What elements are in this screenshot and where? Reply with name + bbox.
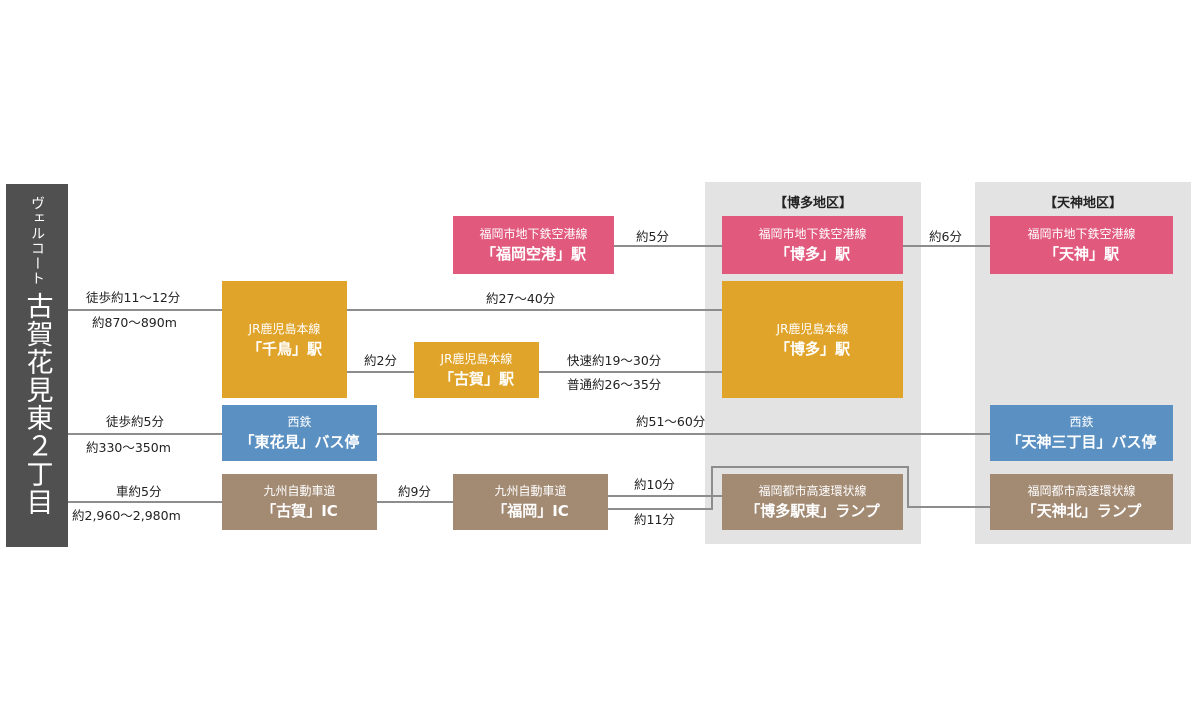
station-name: 「博多」駅 xyxy=(774,245,850,263)
line-origin-koga-ic xyxy=(68,501,222,503)
station-hakata-east-ramp[interactable]: 福岡都市高速環状線 「博多駅東」ランプ xyxy=(722,474,903,530)
station-line: 西鉄 xyxy=(1069,415,1094,429)
label-koga-ic-to-fukuoka-ic: 約9分 xyxy=(398,484,431,499)
station-tenjin-subway[interactable]: 福岡市地下鉄空港線 「天神」駅 xyxy=(990,216,1173,274)
origin-panel: ヴェルコート 古賀花見東２丁目 xyxy=(6,184,68,547)
line-hakata-tenjin xyxy=(903,245,990,247)
station-line: 福岡市地下鉄空港線 xyxy=(1027,227,1136,241)
station-fukuoka-airport[interactable]: 福岡市地下鉄空港線 「福岡空港」駅 xyxy=(453,216,614,274)
station-koga[interactable]: JR鹿児島本線 「古賀」駅 xyxy=(414,342,539,398)
station-line: 西鉄 xyxy=(287,415,312,429)
station-hakata-jr[interactable]: JR鹿児島本線 「博多」駅 xyxy=(722,281,903,398)
tenjin-region-label: 【天神地区】 xyxy=(1043,196,1122,211)
label-walk-bus-time: 徒歩約5分 xyxy=(106,414,164,429)
label-walk-chihaya-time: 徒歩約11～12分 xyxy=(86,290,181,305)
station-name: 「福岡」IC xyxy=(492,502,569,520)
hakata-region-label: 【博多地区】 xyxy=(773,196,852,211)
label-chihaya-to-hakata: 約27～40分 xyxy=(486,291,556,306)
line-route-to-tenjin-ramp-a xyxy=(608,508,712,510)
station-name: 「博多」駅 xyxy=(774,339,850,358)
station-line: JR鹿児島本線 xyxy=(440,352,513,366)
station-name: 「天神三丁目」バス停 xyxy=(1006,433,1157,451)
line-route-to-tenjin-ramp-c xyxy=(711,466,909,468)
label-car-dist: 約2,960～2,980m xyxy=(72,508,181,523)
station-fukuoka-ic[interactable]: 九州自動車道 「福岡」IC xyxy=(453,474,608,530)
station-line: 福岡都市高速環状線 xyxy=(758,484,867,498)
line-chihaya-hakata xyxy=(347,309,722,311)
line-fukuoka-ic-hakata-ramp xyxy=(608,495,722,497)
label-koga-local: 普通約26～35分 xyxy=(567,377,662,392)
station-line: 福岡市地下鉄空港線 xyxy=(479,227,588,241)
label-hakata-to-tenjin: 約6分 xyxy=(929,229,962,244)
station-line: 福岡市地下鉄空港線 xyxy=(758,227,867,241)
station-name: 「天神北」ランプ xyxy=(1021,502,1142,520)
label-koga-rapid: 快速約19～30分 xyxy=(567,353,662,368)
line-koga-ic-fukuoka-ic xyxy=(377,501,453,503)
station-koga-ic[interactable]: 九州自動車道 「古賀」IC xyxy=(222,474,377,530)
station-tenjin-bus[interactable]: 西鉄 「天神三丁目」バス停 xyxy=(990,405,1173,461)
line-route-to-tenjin-ramp-e xyxy=(907,506,990,508)
line-bus-tenjin xyxy=(377,433,990,435)
label-to-tenjin-ramp: 約11分 xyxy=(634,512,675,527)
station-name: 「福岡空港」駅 xyxy=(480,245,586,263)
station-higashi-hanami-bus[interactable]: 西鉄 「東花見」バス停 xyxy=(222,405,377,461)
line-chihaya-koga xyxy=(347,371,414,373)
label-car-time: 車約5分 xyxy=(116,484,162,499)
station-line: 九州自動車道 xyxy=(263,484,336,498)
line-route-to-tenjin-ramp-b xyxy=(711,466,713,510)
station-tenjin-north-ramp[interactable]: 福岡都市高速環状線 「天神北」ランプ xyxy=(990,474,1173,530)
label-walk-chihaya-dist: 約870～890m xyxy=(92,315,177,330)
label-chihaya-to-koga: 約2分 xyxy=(364,353,397,368)
station-name: 「千鳥」駅 xyxy=(246,339,322,358)
origin-brand: ヴェルコート xyxy=(29,196,45,286)
line-route-to-tenjin-ramp-d xyxy=(907,466,909,508)
station-line: 福岡都市高速環状線 xyxy=(1027,484,1136,498)
station-name: 「東花見」バス停 xyxy=(239,433,360,451)
station-chihaya[interactable]: JR鹿児島本線 「千鳥」駅 xyxy=(222,281,347,398)
label-walk-bus-dist: 約330～350m xyxy=(86,440,171,455)
station-name: 「古賀」IC xyxy=(261,502,338,520)
station-name: 「天神」駅 xyxy=(1043,245,1119,263)
line-koga-hakata xyxy=(539,371,722,373)
station-line: 九州自動車道 xyxy=(494,484,567,498)
station-name: 「古賀」駅 xyxy=(438,370,514,388)
origin-address: 古賀花見東２丁目 xyxy=(21,292,53,516)
station-name: 「博多駅東」ランプ xyxy=(745,502,880,520)
station-line: JR鹿児島本線 xyxy=(248,321,321,336)
station-line: JR鹿児島本線 xyxy=(776,321,849,336)
label-airport-to-hakata: 約5分 xyxy=(636,229,669,244)
line-airport-hakata xyxy=(614,245,722,247)
label-bus-to-tenjin: 約51～60分 xyxy=(636,414,706,429)
line-origin-bus xyxy=(68,433,222,435)
station-hakata-subway[interactable]: 福岡市地下鉄空港線 「博多」駅 xyxy=(722,216,903,274)
label-to-hakata-ramp: 約10分 xyxy=(634,477,675,492)
line-origin-chihaya xyxy=(68,309,222,311)
